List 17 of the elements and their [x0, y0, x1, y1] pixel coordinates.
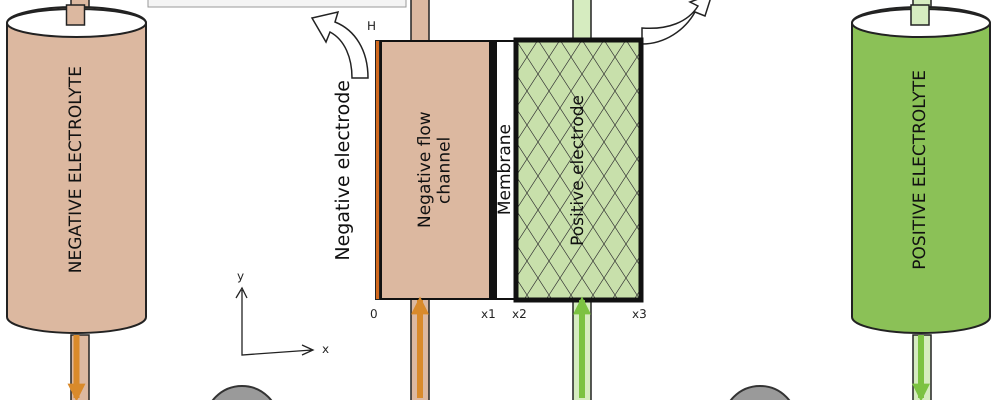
- axis-tick-label: 0: [370, 308, 378, 320]
- porous-electrode: [516, 40, 641, 300]
- axis-tick-label: x3: [632, 308, 647, 320]
- height-mark: H: [367, 20, 376, 32]
- axis-tick-label: x2: [512, 308, 527, 320]
- axis-tick-label: x1: [481, 308, 496, 320]
- region-label: Negative flow channel: [416, 110, 456, 230]
- region-label: Positive electrode: [568, 94, 588, 246]
- tank-label: POSITIVE ELECTROLYTE: [911, 70, 931, 270]
- flow-channel: [380, 40, 491, 300]
- flow-arrow: [68, 335, 86, 400]
- axis-label: x: [322, 343, 330, 355]
- axis-label: y: [237, 270, 244, 282]
- membrane: [491, 40, 516, 300]
- region-label: Membrane: [496, 124, 516, 216]
- electrode-label: Negative electrode: [333, 80, 355, 260]
- tank-label: NEGATIVE ELECTROLYTE: [66, 66, 86, 274]
